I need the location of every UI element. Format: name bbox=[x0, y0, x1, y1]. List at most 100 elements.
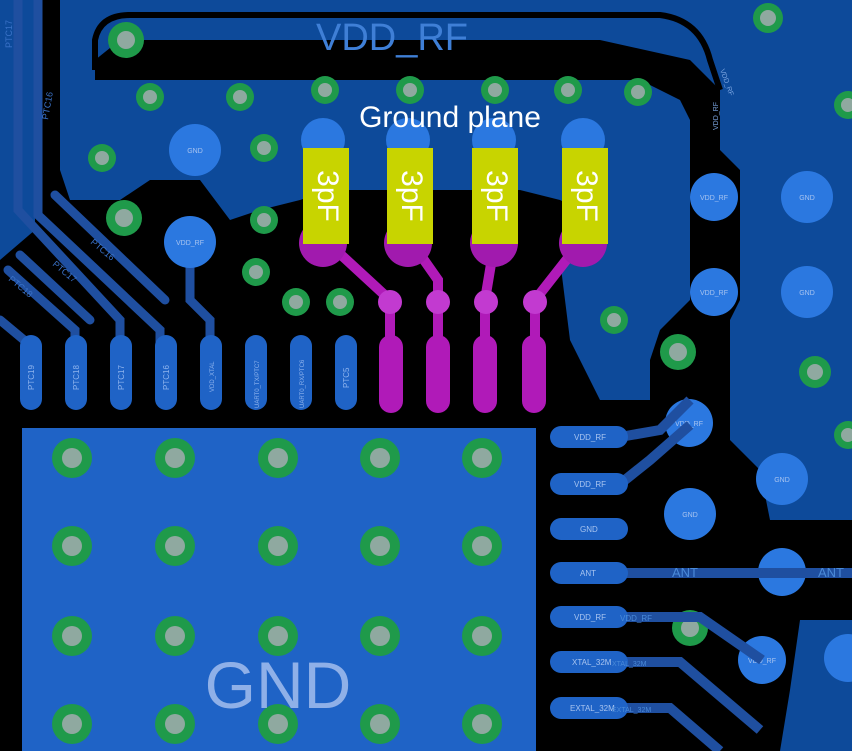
rf-vias bbox=[378, 290, 547, 314]
capacitor-label-1: 3pF bbox=[311, 170, 344, 222]
gnd-via-edge bbox=[824, 634, 852, 682]
vdd-rf-via-1 bbox=[164, 216, 216, 268]
stitch-via bbox=[326, 288, 354, 316]
gnd-plane-vias bbox=[52, 438, 502, 744]
stitch-via bbox=[753, 3, 783, 33]
stitch-via bbox=[250, 134, 278, 162]
gnd-via-9 bbox=[756, 453, 808, 505]
stitch-via bbox=[554, 76, 582, 104]
right-pad-xtal bbox=[550, 651, 628, 673]
via-label-vdd-rf-3: VDD_RF bbox=[700, 290, 728, 297]
via-label-vdd-rf-1: VDD_RF bbox=[176, 240, 204, 247]
stitch-via bbox=[311, 76, 339, 104]
stitch-via bbox=[282, 288, 310, 316]
gnd-stitch-via bbox=[155, 526, 195, 566]
gnd-stitch-via bbox=[52, 438, 92, 478]
right-pad-label-4: ANT bbox=[580, 569, 596, 578]
gnd-stitch-via bbox=[52, 704, 92, 744]
via-label-gnd-9: GND bbox=[774, 477, 790, 484]
gnd-stitch-via bbox=[52, 616, 92, 656]
trace-label-ptc16: PTC16 bbox=[40, 91, 55, 120]
capacitor-2 bbox=[387, 148, 433, 244]
gnd-via-6 bbox=[781, 171, 833, 223]
vdd-rf-title: VDD_RF bbox=[316, 17, 468, 59]
stitch-via bbox=[481, 76, 509, 104]
right-pad-labels: VDD_RF VDD_RF GND ANT VDD_RF XTAL_32M EX… bbox=[570, 433, 615, 713]
stitch-via bbox=[600, 306, 628, 334]
gnd-stitch-via bbox=[258, 526, 298, 566]
stitch-via bbox=[834, 91, 852, 119]
capacitor-3 bbox=[472, 148, 518, 244]
gnd-stitch-via bbox=[360, 616, 400, 656]
vdd-rf-via-2 bbox=[690, 173, 738, 221]
vdd-rf-via-3 bbox=[690, 268, 738, 316]
stitch-via bbox=[88, 144, 116, 172]
via-label-gnd-7: GND bbox=[799, 290, 815, 297]
via-label-gnd-6: GND bbox=[799, 195, 815, 202]
rf-via-3 bbox=[474, 290, 498, 314]
right-pad-label-3: GND bbox=[580, 525, 598, 534]
vdd-rf-trace-label: VDD_RF bbox=[620, 614, 652, 623]
capacitor-label-4: 3pF bbox=[570, 170, 603, 222]
pad-ptc5 bbox=[335, 335, 357, 410]
right-traces bbox=[616, 396, 852, 751]
via-label-gnd-1: GND bbox=[187, 148, 203, 155]
stitch-via bbox=[136, 83, 164, 111]
capacitors bbox=[303, 148, 608, 244]
right-pad-label-7: EXTAL_32M bbox=[570, 704, 615, 713]
trace-vdd-rf-1 bbox=[619, 396, 694, 442]
pad-ptc17 bbox=[110, 335, 132, 410]
gnd-stitch-via bbox=[360, 438, 400, 478]
pad-label-uart0-tx: UART0_TX/PTC7 bbox=[255, 360, 261, 408]
stitch-via bbox=[250, 206, 278, 234]
gnd-stitch-via bbox=[360, 704, 400, 744]
gnd-stitch-via bbox=[155, 438, 195, 478]
right-pad-extal bbox=[550, 697, 628, 719]
gnd-via-7 bbox=[781, 266, 833, 318]
stitch-via bbox=[624, 78, 652, 106]
pad-label-ptc16: PTC16 bbox=[162, 365, 171, 390]
trace-ptc16b bbox=[50, 190, 170, 305]
bottom-pads bbox=[20, 335, 357, 410]
gnd-stitch-via bbox=[258, 704, 298, 744]
rf-pad-2 bbox=[426, 335, 450, 413]
stitch-via bbox=[242, 258, 270, 286]
right-pad-vdd-rf-1 bbox=[550, 426, 628, 448]
stitch-via bbox=[396, 76, 424, 104]
rf-via-1 bbox=[378, 290, 402, 314]
gnd-stitch-via bbox=[155, 616, 195, 656]
right-pad-gnd bbox=[550, 518, 628, 540]
extal-trace-label: EXTAL_32M bbox=[612, 707, 651, 714]
gnd-stitch-via bbox=[462, 704, 502, 744]
via-label-vdd-rf-2: VDD_RF bbox=[700, 195, 728, 202]
gnd-stitch-via bbox=[258, 438, 298, 478]
trace-xtal bbox=[620, 657, 764, 734]
gnd-via-1 bbox=[169, 124, 221, 176]
right-pad-label-6: XTAL_32M bbox=[572, 658, 612, 667]
trace-label-ptc17: PTC17 bbox=[4, 20, 14, 48]
pad-vdd-xtal bbox=[200, 335, 222, 410]
xtal-trace-label: XTAL_32M bbox=[612, 661, 647, 668]
rf-pad-1 bbox=[379, 335, 403, 413]
right-pad-ant bbox=[550, 562, 628, 584]
rf-pad-4 bbox=[522, 335, 546, 413]
pad-uart0-rx bbox=[290, 335, 312, 410]
bottom-pad-labels: PTC19 PTC18 PTC17 PTC16 VDD_XTAL UART0_T… bbox=[27, 359, 351, 408]
gnd-stitch-via bbox=[360, 526, 400, 566]
rf-via-2 bbox=[426, 290, 450, 314]
pad-label-ptc17: PTC17 bbox=[117, 365, 126, 390]
stitch-via bbox=[108, 22, 144, 58]
pad-label-ptc19: PTC19 bbox=[27, 365, 36, 390]
gnd-stitch-via bbox=[258, 616, 298, 656]
stitching-vias-top bbox=[88, 3, 852, 724]
pad-ptc19 bbox=[20, 335, 42, 410]
pad-label-uart0-rx: UART0_RX/PTC6 bbox=[300, 359, 306, 408]
gnd-plane-label: GND bbox=[205, 648, 352, 722]
stitch-via bbox=[799, 356, 831, 388]
right-pad-label-1: VDD_RF bbox=[574, 433, 606, 442]
right-pad-vdd-rf-2 bbox=[550, 473, 628, 495]
right-pad-vdd-rf-3 bbox=[550, 606, 628, 628]
capacitor-1 bbox=[303, 148, 349, 244]
stitch-via bbox=[226, 83, 254, 111]
